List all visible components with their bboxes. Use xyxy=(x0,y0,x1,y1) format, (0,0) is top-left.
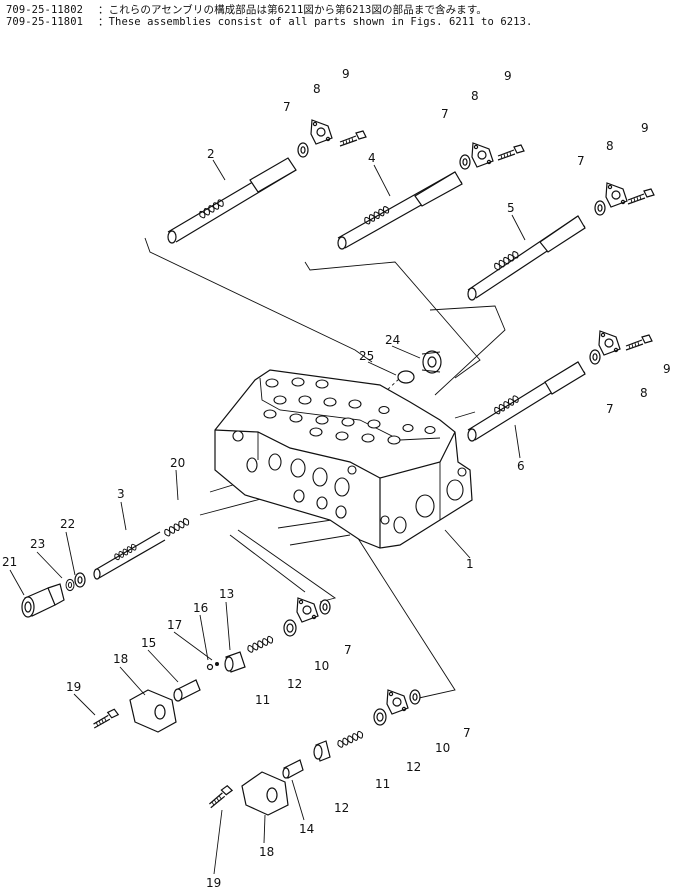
callout-5: 5 xyxy=(507,201,515,215)
callout-22: 22 xyxy=(60,517,75,531)
callout-7: 7 xyxy=(283,100,291,114)
valve-body xyxy=(214,369,473,549)
retainer-12 xyxy=(373,708,387,726)
callout-9: 9 xyxy=(663,362,671,376)
callout-10: 10 xyxy=(314,659,329,673)
flange-8 xyxy=(310,119,333,145)
seal-7 xyxy=(297,142,309,158)
callout-1: 1 xyxy=(466,557,474,571)
callout-9: 9 xyxy=(342,67,350,81)
callout-13: 13 xyxy=(219,587,234,601)
callout-23: 23 xyxy=(30,537,45,551)
callout-24: 24 xyxy=(385,333,400,347)
callout-7: 7 xyxy=(441,107,449,121)
callout-10: 10 xyxy=(435,741,450,755)
callout-3: 3 xyxy=(117,487,125,501)
seal-7 xyxy=(459,154,471,170)
callout-4: 4 xyxy=(368,151,376,165)
spring-11 xyxy=(245,634,275,654)
plug-15 xyxy=(173,679,201,702)
callout-8: 8 xyxy=(640,386,648,400)
callout-18: 18 xyxy=(259,845,274,859)
plug-24 xyxy=(421,350,442,374)
flange-8 xyxy=(598,330,621,356)
callout-18: 18 xyxy=(113,652,128,666)
seat-17 xyxy=(215,662,219,666)
callout-leaders xyxy=(9,159,526,875)
seal-7 xyxy=(594,200,606,216)
callout-11: 11 xyxy=(255,693,270,707)
callout-16: 16 xyxy=(193,601,208,615)
flange-8 xyxy=(605,182,628,208)
header-note: ：These assemblies consist of all parts s… xyxy=(98,16,533,28)
callout-6: 6 xyxy=(517,459,525,473)
callout-8: 8 xyxy=(313,82,321,96)
callout-19: 19 xyxy=(206,876,221,889)
callout-8: 8 xyxy=(606,139,614,153)
callout-12: 12 xyxy=(334,801,349,815)
cap-18 xyxy=(129,689,177,733)
callout-9: 9 xyxy=(641,121,649,135)
cap-18 xyxy=(241,771,289,816)
body-ports-side xyxy=(380,467,467,534)
callout-20: 20 xyxy=(170,456,185,470)
callout-12: 12 xyxy=(406,760,421,774)
bolt-9 xyxy=(625,334,653,351)
body-ports-front xyxy=(232,430,357,519)
callout-19: 19 xyxy=(66,680,81,694)
bolt-9 xyxy=(627,188,655,205)
callout-7: 7 xyxy=(344,643,352,657)
seal-7 xyxy=(319,599,331,615)
retainer-12 xyxy=(283,619,297,637)
spring-20 xyxy=(162,516,191,538)
callout-25: 25 xyxy=(359,349,374,363)
callout-12: 12 xyxy=(287,677,302,691)
flange-10 xyxy=(296,597,319,623)
callout-17: 17 xyxy=(167,618,182,632)
callout-8: 8 xyxy=(471,89,479,103)
ball-16 xyxy=(206,663,214,671)
spool-3 xyxy=(93,531,166,580)
callout-7: 7 xyxy=(606,402,614,416)
callout-9: 9 xyxy=(504,69,512,83)
retainer-12 xyxy=(313,740,331,762)
flange-10 xyxy=(386,689,409,715)
relief-valve-21 xyxy=(21,583,65,618)
bolt-19 xyxy=(205,784,236,809)
retainer-13 xyxy=(224,651,246,673)
header-line-1: 709-25-11802 ：これらのアセンブリの構成部品は第6211図から第621… xyxy=(6,2,487,17)
bolt-9 xyxy=(497,144,525,161)
callout-2: 2 xyxy=(207,147,215,161)
seal-22 xyxy=(74,572,86,588)
callout-labels: 1 2 3 4 5 6 7 7 7 7 7 7 8 8 8 8 9 9 9 9 … xyxy=(2,67,671,889)
callout-14: 14 xyxy=(299,822,314,836)
bolt-9 xyxy=(339,130,367,147)
plug-14 xyxy=(282,759,304,779)
callout-15: 15 xyxy=(141,636,156,650)
spool-2 xyxy=(167,157,297,244)
spring-11 xyxy=(335,729,365,749)
callout-7: 7 xyxy=(463,726,471,740)
callout-11: 11 xyxy=(375,777,390,791)
seal-7 xyxy=(589,349,601,365)
spool-4 xyxy=(337,171,463,250)
spool-6 xyxy=(467,361,586,442)
flange-8 xyxy=(471,142,494,168)
header-part-number: 709-25-11802 xyxy=(6,4,84,16)
o-ring-25 xyxy=(397,370,415,384)
body-ports-top xyxy=(263,377,436,445)
seal-7 xyxy=(409,689,421,705)
spool-5 xyxy=(467,215,586,301)
bolt-19 xyxy=(91,708,121,729)
header-note: ：これらのアセンブリの構成部品は第6211図から第6213図の部品まで含みます。 xyxy=(98,4,487,16)
callout-21: 21 xyxy=(2,555,17,569)
header-line-2: 709-25-11801 ：These assemblies consist of… xyxy=(6,14,532,29)
seal-23 xyxy=(65,578,75,592)
header-part-number: 709-25-11801 xyxy=(6,16,84,28)
callout-7: 7 xyxy=(577,154,585,168)
